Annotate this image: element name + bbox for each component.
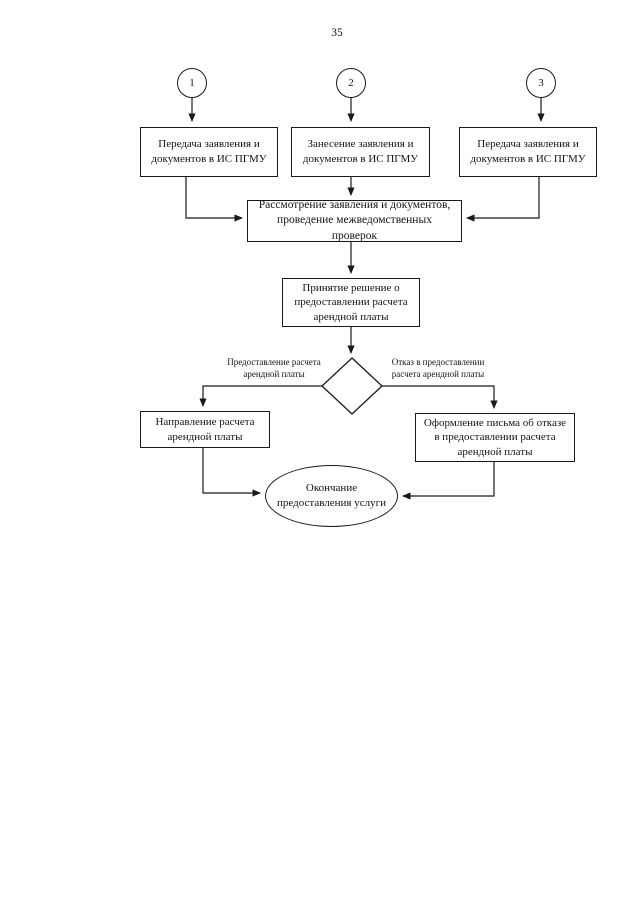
end-node-text: Окончание предоставления услуги (277, 482, 386, 509)
process-box-send-calculation: Направление расчета арендной платы (140, 411, 270, 448)
process-box-send-calculation-text: Направление расчета арендной платы (155, 415, 255, 443)
branch-label-grant: Предоставление расчета арендной платы (227, 357, 321, 379)
decision-diamond (321, 357, 383, 415)
process-box-transfer-left: Передача заявления и документов в ИС ПГМ… (140, 127, 278, 177)
process-box-decision: Принятие решение о предоставлении расчет… (282, 278, 420, 327)
process-box-entry-center-text: Занесение заявления и документов в ИС ПГ… (302, 138, 419, 165)
process-box-refusal-letter: Оформление письма об отказе в предоставл… (415, 413, 575, 462)
start-node-3-label: 3 (538, 77, 544, 89)
connector-box1-to-review (185, 177, 243, 222)
end-node: Окончание предоставления услуги (265, 465, 398, 527)
process-box-review-text: Рассмотрение заявления и документов, про… (258, 199, 451, 242)
branch-label-refusal: Отказ в предоставлении расчета арендной … (391, 357, 485, 379)
connector-diamond-to-rightbox (382, 385, 498, 409)
process-box-decision-text: Принятие решение о предоставлении расчет… (294, 281, 408, 323)
connector-leftbox-to-end (202, 448, 261, 497)
start-node-1: 1 (177, 68, 207, 98)
connector-diamond-to-leftbox (199, 385, 322, 407)
connector-rightbox-to-end (402, 462, 495, 500)
connector-box3-to-review (466, 177, 540, 222)
process-box-review: Рассмотрение заявления и документов, про… (247, 199, 462, 242)
process-box-transfer-right-text: Передача заявления и документов в ИС ПГМ… (470, 138, 586, 165)
start-node-2: 2 (336, 68, 366, 98)
process-box-transfer-right: Передача заявления и документов в ИС ПГМ… (459, 127, 597, 177)
start-node-3: 3 (526, 68, 556, 98)
process-box-entry-center: Занесение заявления и документов в ИС ПГ… (291, 127, 430, 177)
process-box-transfer-left-text: Передача заявления и документов в ИС ПГМ… (151, 138, 267, 165)
start-node-1-label: 1 (189, 77, 195, 89)
page-number: 35 (331, 27, 343, 39)
start-node-2-label: 2 (348, 77, 354, 89)
process-box-refusal-letter-text: Оформление письма об отказе в предоставл… (423, 416, 567, 458)
